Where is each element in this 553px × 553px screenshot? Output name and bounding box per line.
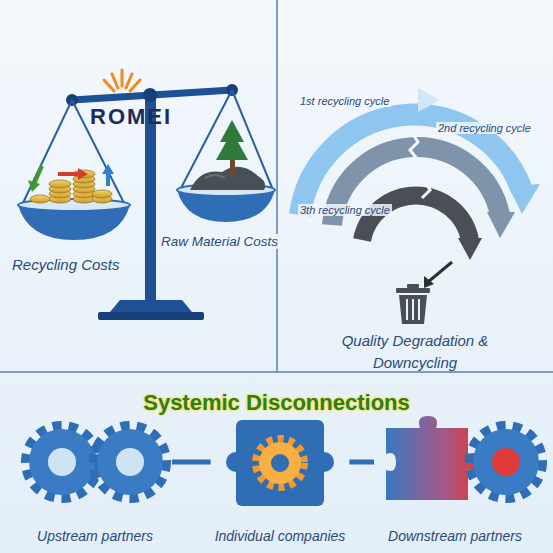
connector-line <box>172 460 211 465</box>
node-label: Upstream partners <box>18 528 172 544</box>
trash-can <box>396 284 430 324</box>
flow-arrows <box>28 164 114 192</box>
node-label: Downstream partners <box>374 528 536 544</box>
node-label: Individual companies <box>211 528 350 544</box>
pan-label: Recycling Costs <box>12 256 120 273</box>
downstream-puzzle-gear <box>386 416 542 500</box>
cycle-label: 3th recycling cycle <box>298 204 392 216</box>
divider <box>276 0 278 372</box>
partner-node: Upstream partners <box>18 420 172 546</box>
cycle-label: 2nd recycling cycle <box>436 122 533 134</box>
partner-node: Individual companies <box>211 412 350 546</box>
panel-title: Systemic Disconnections <box>0 390 553 416</box>
outcome-label: Quality Degradation & Downcycling <box>330 330 500 374</box>
cycle-label: 1st recycling cycle <box>298 95 391 107</box>
raw-material <box>190 120 265 190</box>
partner-node: Downstream partners <box>374 412 536 546</box>
company-puzzle <box>226 420 334 506</box>
divider <box>0 371 553 373</box>
coins <box>30 170 112 203</box>
connector-line <box>349 460 374 465</box>
pan-label: Raw Material Costs <box>160 234 279 249</box>
balance-scale <box>18 84 275 320</box>
logo-sunburst <box>104 70 140 91</box>
logo-text: ROMEI <box>90 104 172 130</box>
recycling-arcs <box>300 88 540 288</box>
upstream-gears <box>26 426 166 498</box>
